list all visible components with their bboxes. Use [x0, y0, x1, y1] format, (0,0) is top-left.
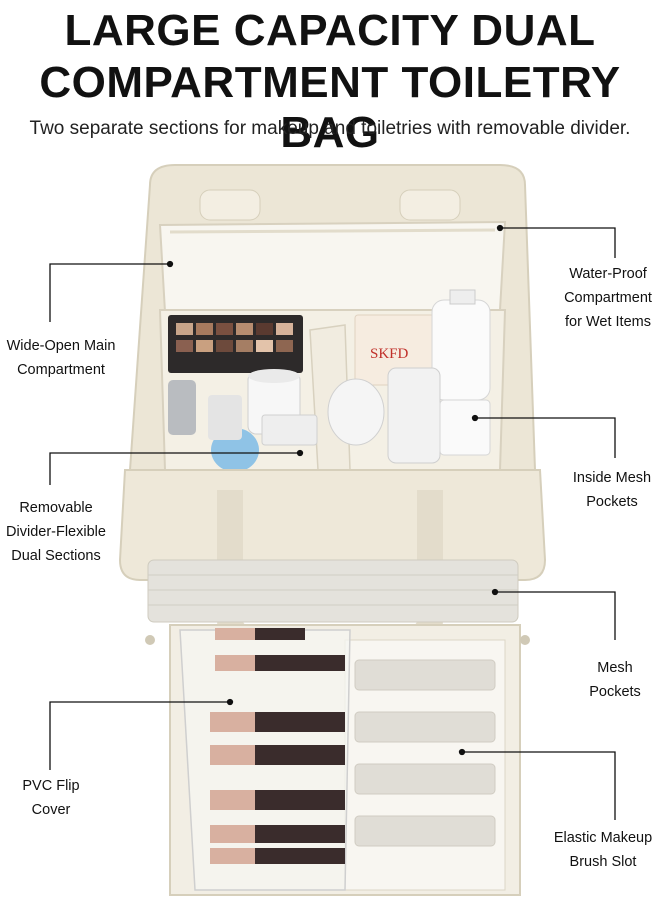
callout-lines	[49, 224, 616, 820]
eyeshadow-palette	[168, 315, 303, 373]
subtitle: Two separate sections for makeup and toi…	[29, 118, 631, 139]
headline-line-2: COMPARTMENT TOILETRY BAG	[39, 58, 621, 157]
product-print-text: SKFD	[370, 346, 409, 362]
makeup-brushes	[210, 628, 345, 864]
headline-line-1: LARGE CAPACITY DUAL	[64, 6, 596, 55]
